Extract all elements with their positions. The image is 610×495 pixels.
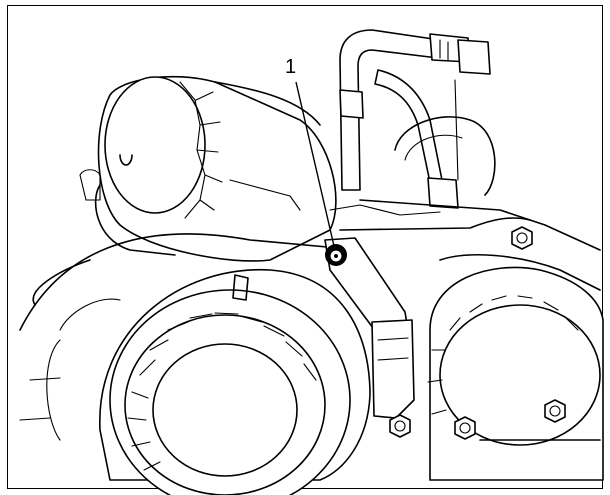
- hex-bolt: [511, 226, 533, 250]
- target-bolt: [325, 244, 347, 266]
- right-housing: [427, 266, 604, 481]
- alternator: [59, 269, 371, 495]
- callout-label-1: 1: [285, 56, 297, 78]
- engine-block: [19, 199, 601, 441]
- hex-bolt: [544, 399, 566, 423]
- filter-housing: [79, 75, 337, 262]
- hex-bolt: [389, 414, 411, 438]
- hex-bolts: [389, 226, 566, 440]
- rear-component: [394, 116, 496, 196]
- hex-bolt: [454, 416, 476, 440]
- callout-leader-line: [295, 81, 335, 247]
- pipe-assembly: [339, 29, 491, 209]
- figure-border: [7, 5, 603, 489]
- bracket-arm: [324, 237, 415, 419]
